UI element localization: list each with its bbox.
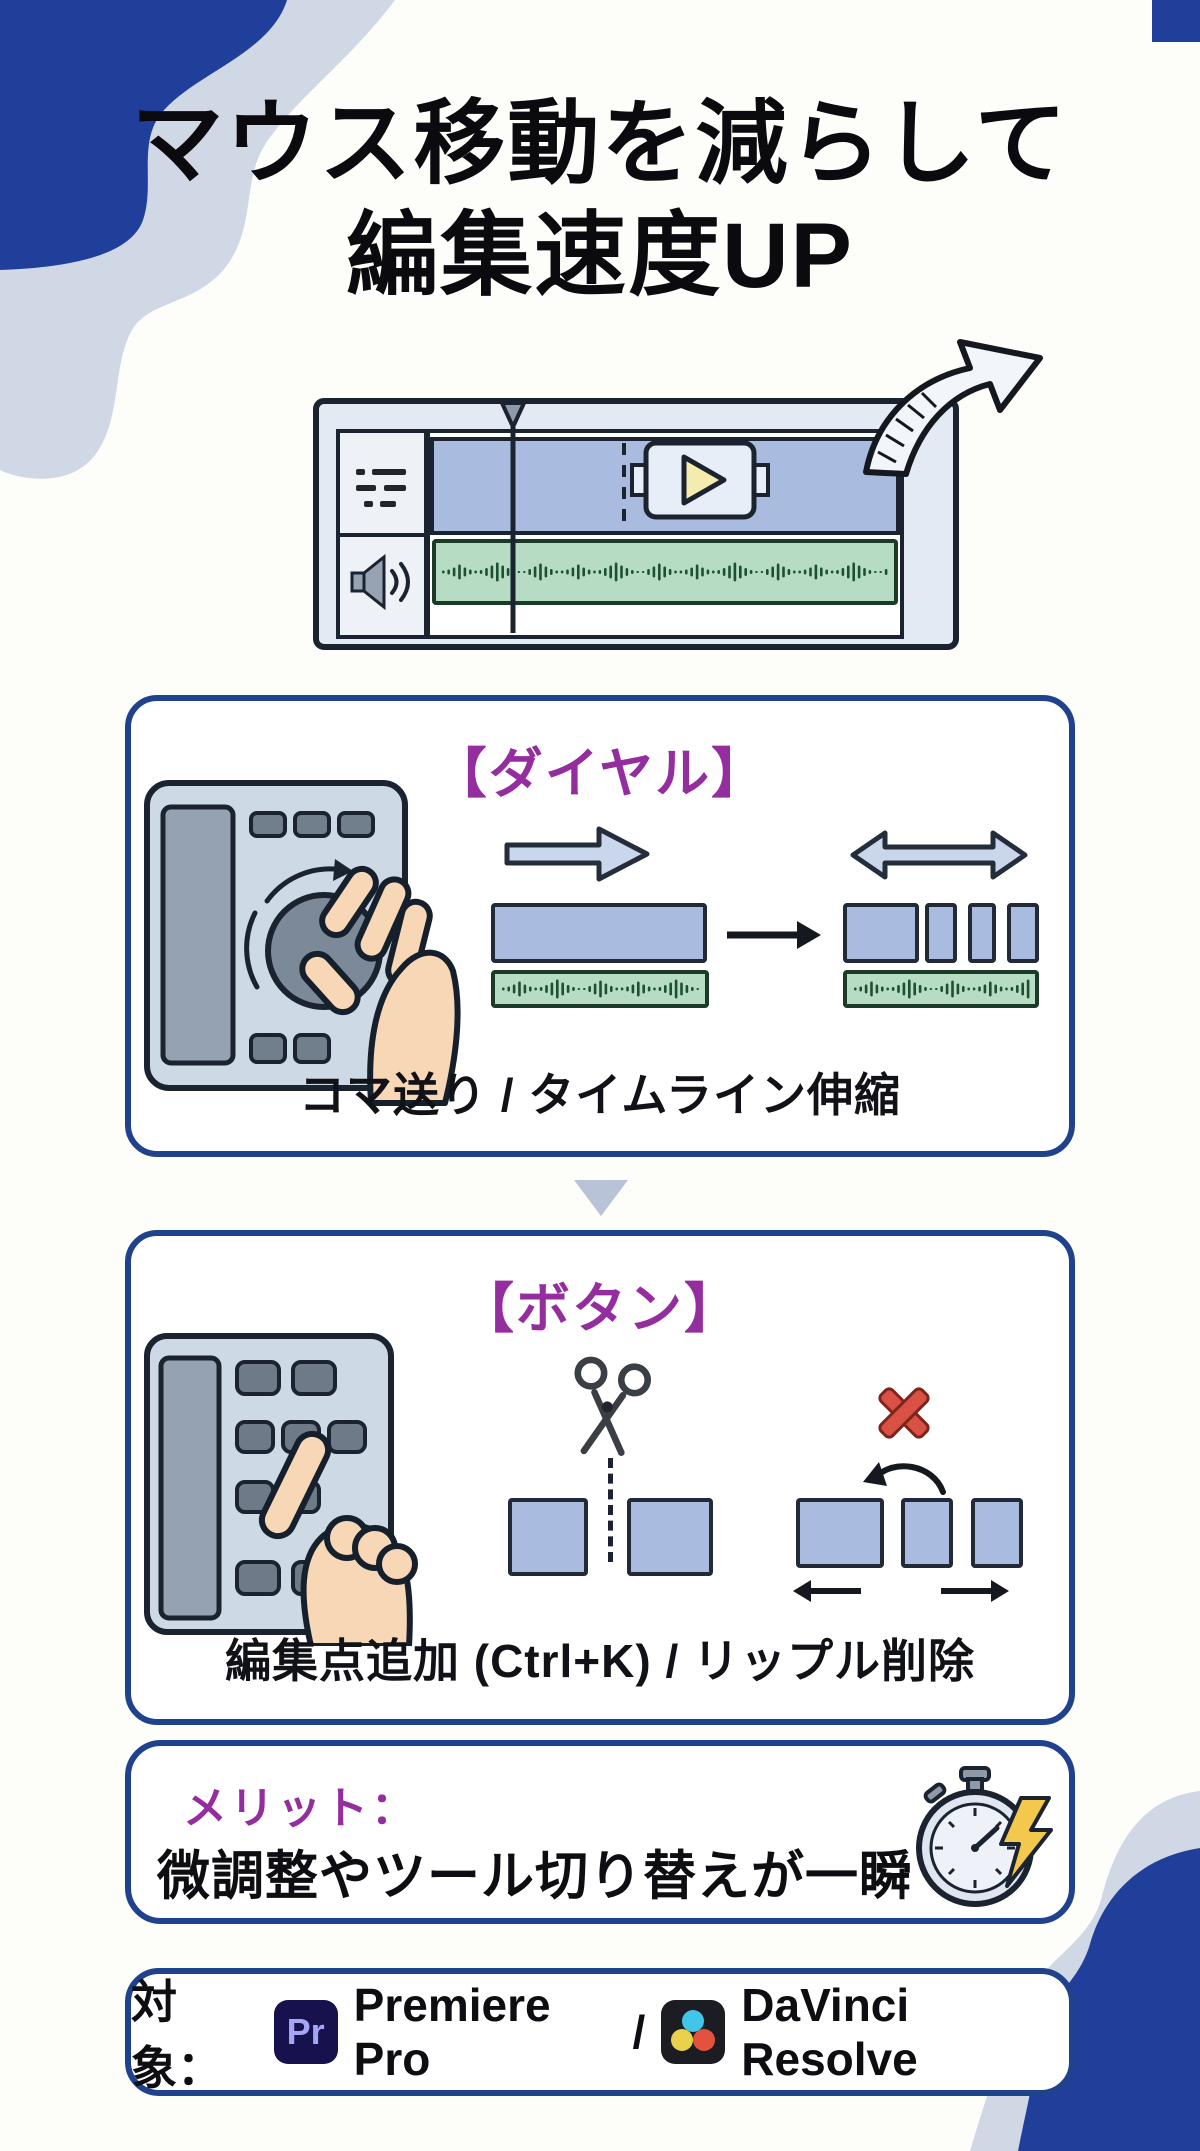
hand-turning-dial-icon	[299, 865, 461, 1106]
premiere-pro-label: Premiere Pro	[353, 1979, 551, 2085]
davinci-resolve-label: DaVinci Resolve	[741, 1979, 918, 2085]
separator: /	[632, 2006, 646, 2058]
lightning-icon	[999, 1796, 1053, 1888]
button-section-heading: 【ボタン】	[460, 1279, 740, 1339]
speaker-icon	[350, 553, 410, 611]
davinci-resolve-icon	[661, 2000, 726, 2064]
target-box: 対象： Pr Premiere Pro / DaVinci Resolve	[125, 1968, 1075, 2096]
button-section-box: 【ボタン】	[125, 1230, 1075, 1725]
waveform	[502, 979, 699, 999]
clip-segment	[925, 903, 957, 963]
audio-track	[432, 539, 898, 605]
ripple-clip	[901, 1498, 953, 1568]
cut-clip-right	[627, 1498, 713, 1576]
merit-box: メリット： 微調整やツール切り替えが一瞬	[125, 1740, 1075, 1924]
section-connector-triangle-icon	[574, 1180, 628, 1216]
jump-arrow-icon	[863, 339, 1043, 477]
stopwatch-icon	[916, 1766, 1053, 1907]
target-row: 対象： Pr Premiere Pro / DaVinci Resolve	[131, 1974, 1069, 2094]
timeline-illustration	[310, 383, 965, 655]
target-label: 対象：	[131, 1976, 223, 2094]
clip-list-icon	[356, 469, 406, 507]
scissors-icon	[544, 1347, 668, 1471]
ripple-clip	[971, 1498, 1023, 1568]
cut-dashed-line	[608, 1458, 613, 1562]
forward-arrow-icon	[504, 826, 650, 882]
transform-arrow-icon	[727, 921, 821, 949]
merit-text: 微調整やツール切り替えが一瞬	[157, 1847, 913, 1906]
button-device-illustration	[144, 1333, 418, 1646]
corner-accent-square	[1152, 0, 1200, 42]
play-button-icon	[630, 440, 770, 520]
button-section-caption: 編集点追加 (Ctrl+K) / リップル削除	[224, 1635, 976, 1687]
ripple-right-arrow-icon	[941, 1580, 1009, 1602]
hand-pressing-button-icon	[258, 1430, 418, 1646]
dial-section-box: 【ダイヤル】	[125, 695, 1075, 1157]
dial-section-caption: コマ送り / タイムライン伸縮	[298, 1069, 902, 1121]
audio-clip	[843, 970, 1039, 1008]
premiere-pro-icon: Pr	[273, 2000, 338, 2064]
page-title-line2: 編集速度UP	[346, 205, 854, 308]
dial-device-illustration	[144, 780, 461, 1106]
stretch-arrow-icon	[850, 830, 1028, 880]
delete-x-icon	[878, 1387, 930, 1439]
clip-segment	[968, 903, 996, 963]
video-clip	[491, 903, 707, 963]
cut-clip-left	[508, 1498, 588, 1576]
dial-section-heading: 【ダイヤル】	[432, 744, 768, 804]
page-title: マウス移動を減らして 編集速度UP	[0, 88, 1200, 312]
waveform	[854, 979, 1030, 999]
merit-label: メリット：	[183, 1784, 418, 1833]
ripple-left-arrow-icon	[793, 1580, 861, 1602]
waveform	[442, 562, 888, 582]
page-title-line1: マウス移動を減らして	[131, 93, 1069, 195]
ripple-clip	[796, 1498, 884, 1568]
ripple-close-arrow-icon	[863, 1462, 946, 1495]
clip-segment	[1007, 903, 1039, 963]
clip-segment	[843, 903, 919, 963]
audio-clip	[491, 970, 709, 1008]
